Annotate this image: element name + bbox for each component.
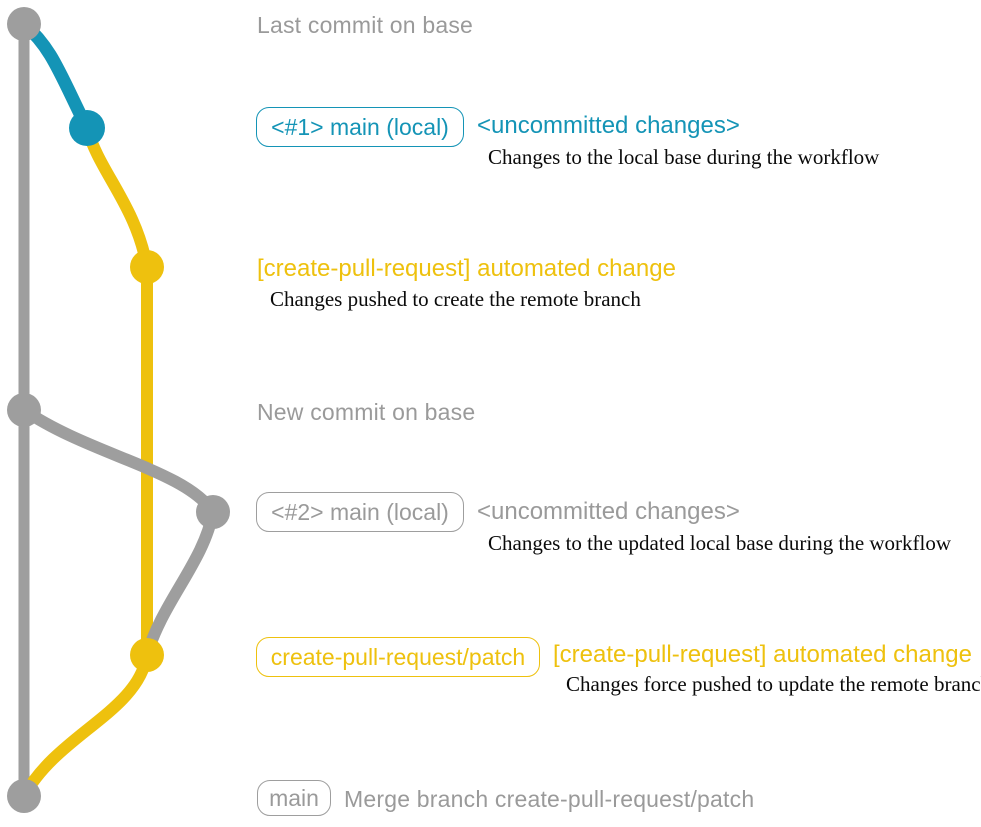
uncommitted-2-line [20, 405, 218, 516]
uncommitted-changes-1-description: Changes to the local base during the wor… [488, 145, 880, 169]
branch-badge-main-local-2: <#2> main (local) [256, 492, 464, 532]
branch-badge-main-local-2-label: <#2> main (local) [271, 498, 449, 525]
branch-badge-main-local-1-label: <#1> main (local) [271, 113, 449, 140]
branch-badge-patch-label: create-pull-request/patch [270, 643, 526, 670]
commit-node-uncommitted-2 [196, 495, 230, 529]
branch-badge-main: main [257, 780, 331, 816]
branch-badge-patch: create-pull-request/patch [256, 637, 540, 677]
automated-change-2-description: Changes force pushed to update the remot… [566, 672, 981, 696]
new-commit-label: New commit on base [257, 399, 476, 425]
last-commit-label: Last commit on base [257, 12, 474, 38]
merge-branch-label: Merge branch create-pull-request/patch [344, 786, 755, 812]
patch-branch-commit-line [81, 126, 153, 269]
commit-node-uncommitted-1 [69, 110, 105, 146]
commit-node-base-new [7, 393, 41, 427]
commit-node-base-last [7, 7, 41, 41]
commit-node-patch-1 [130, 250, 164, 284]
automated-change-2-title: [create-pull-request] automated change [553, 641, 972, 668]
uncommitted-changes-2-description: Changes to the updated local base during… [488, 531, 952, 555]
force-push-line [141, 510, 219, 657]
uncommitted-changes-2-label: <uncommitted changes> [477, 498, 740, 525]
branch-badge-main-label: main [269, 784, 319, 811]
merge-line [18, 653, 153, 799]
automated-change-1-title: [create-pull-request] automated change [257, 255, 676, 282]
commit-node-patch-2 [130, 638, 164, 672]
uncommitted-1-line [19, 19, 93, 131]
uncommitted-changes-1-label: <uncommitted changes> [477, 112, 740, 139]
automated-change-1-description: Changes pushed to create the remote bran… [270, 287, 641, 311]
branch-badge-main-local-1: <#1> main (local) [256, 107, 464, 147]
commit-node-merge [7, 779, 41, 813]
